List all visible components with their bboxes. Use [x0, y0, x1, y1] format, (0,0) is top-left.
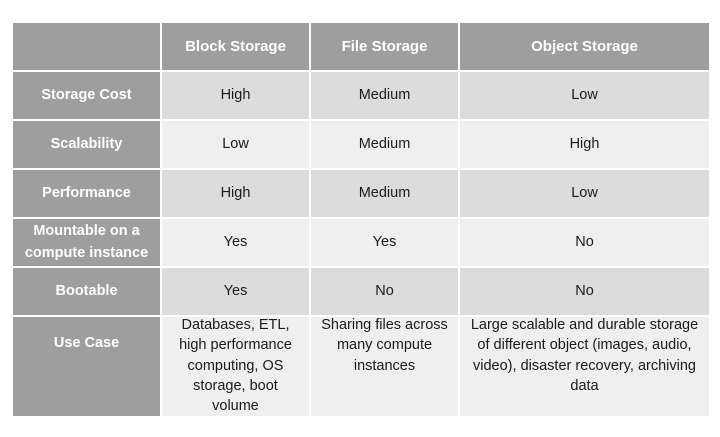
- table-cell: Yes: [311, 219, 460, 268]
- table-cell: Low: [162, 121, 311, 170]
- column-header-object-storage: Object Storage: [460, 23, 709, 72]
- column-header-block-storage: Block Storage: [162, 23, 311, 72]
- table-cell: No: [460, 219, 709, 268]
- table-cell: Low: [460, 72, 709, 121]
- row-header-mountable: Mountable on a compute instance: [13, 219, 162, 268]
- column-header-file-storage: File Storage: [311, 23, 460, 72]
- row-header-storage-cost: Storage Cost: [13, 72, 162, 121]
- row-header-bootable: Bootable: [13, 268, 162, 317]
- table-cell: High: [162, 170, 311, 219]
- row-header-performance: Performance: [13, 170, 162, 219]
- use-case-file-text: Sharing files across many compute instan…: [321, 317, 448, 374]
- table-cell: No: [460, 268, 709, 317]
- table-cell: No: [311, 268, 460, 317]
- table-cell: High: [460, 121, 709, 170]
- table-cell: Sharing files across many compute instan…: [311, 317, 460, 418]
- table-corner-cell: [13, 23, 162, 72]
- table-cell: Yes: [162, 268, 311, 317]
- table-cell: Medium: [311, 170, 460, 219]
- table-cell: Yes: [162, 219, 311, 268]
- row-header-use-case-label: Use Case: [53, 335, 120, 351]
- table-cell: Databases, ETL, high performance computi…: [162, 317, 311, 418]
- table-cell: Medium: [311, 72, 460, 121]
- table-cell: Medium: [311, 121, 460, 170]
- storage-comparison-table: Block Storage File Storage Object Storag…: [13, 23, 709, 418]
- table-cell: Low: [460, 170, 709, 219]
- table-cell: Large scalable and durable storage of di…: [460, 317, 709, 418]
- row-header-use-case: Use Case: [13, 317, 162, 418]
- row-header-scalability: Scalability: [13, 121, 162, 170]
- table-cell: High: [162, 72, 311, 121]
- use-case-block-text: Databases, ETL, high performance computi…: [179, 317, 292, 415]
- use-case-object-text: Large scalable and durable storage of di…: [470, 317, 699, 394]
